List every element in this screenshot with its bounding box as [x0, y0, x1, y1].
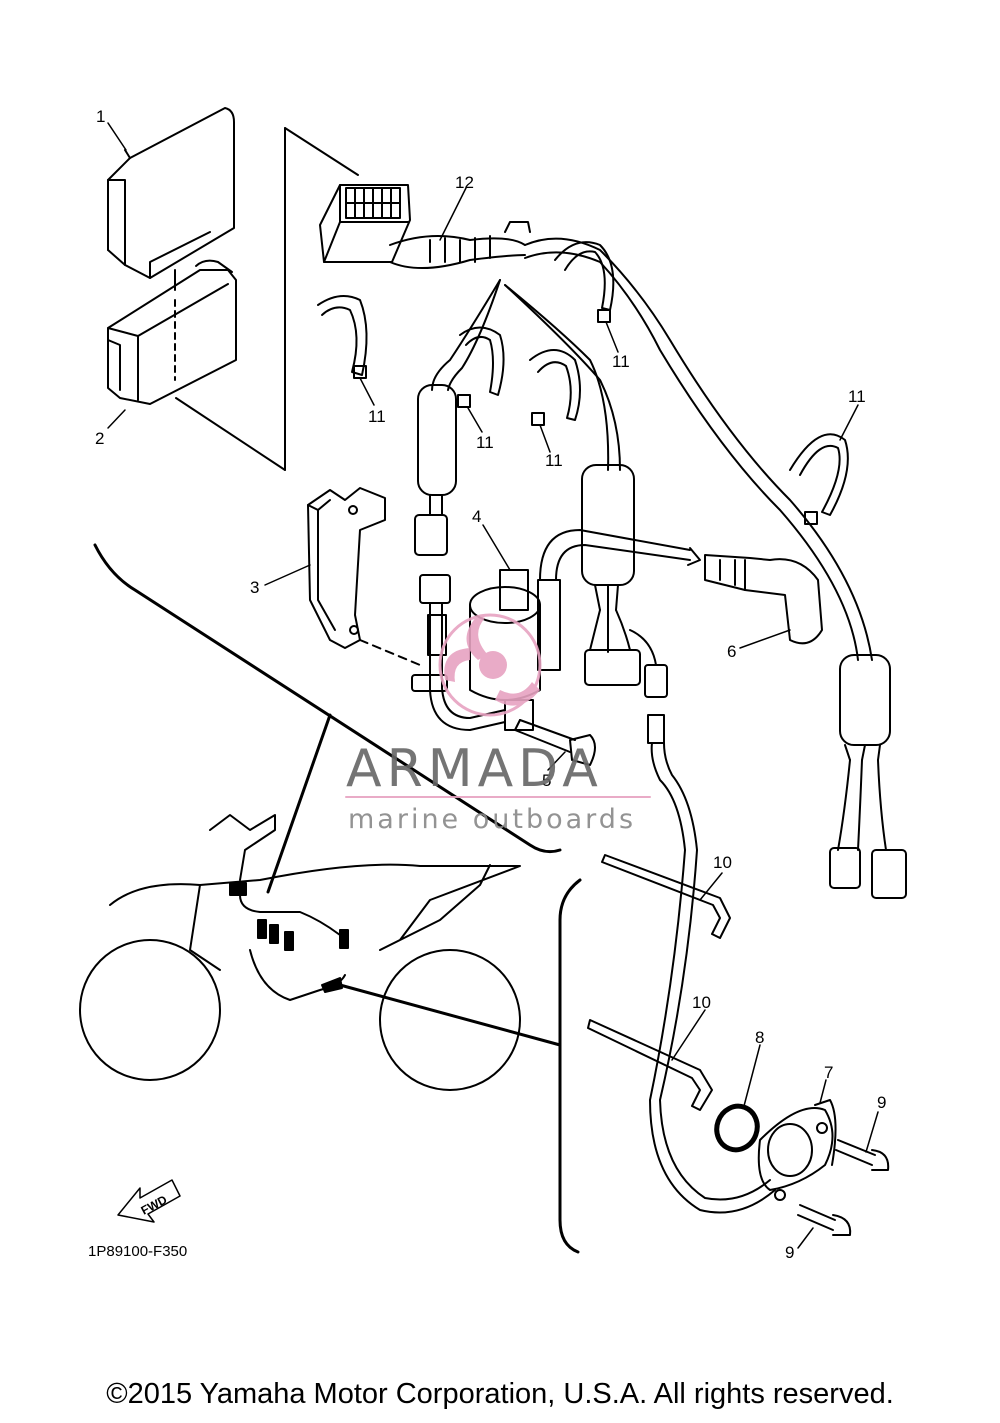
harness-plugs [414, 384, 668, 698]
part-1-cdi-unit [107, 107, 235, 291]
callout-11-e: 11 [848, 387, 866, 406]
coil-wire-connectors [411, 574, 506, 731]
callout-10-bottom: 10 [692, 993, 711, 1012]
callout-1: 1 [96, 107, 105, 126]
part-3-bracket [307, 487, 421, 666]
part-10-cable-ties [587, 854, 731, 1111]
section-brackets [93, 543, 582, 1254]
copyright-notice: ©2015 Yamaha Motor Corporation, U.S.A. A… [106, 1378, 894, 1410]
callout-10-top: 10 [713, 853, 732, 872]
part-2-cdi-bracket [107, 259, 237, 405]
motorcycle-location-view [79, 814, 521, 1091]
armada-watermark: ARMADA marine outboards [345, 613, 651, 835]
forward-arrow-icon: FWD [117, 1179, 181, 1223]
watermark-propeller-logo-icon [438, 613, 542, 717]
watermark-title: ARMADA [346, 739, 603, 799]
callout-leaders [107, 122, 879, 1249]
watermark-subtitle: marine outboards [348, 804, 636, 835]
callout-7: 7 [824, 1063, 833, 1082]
callout-3: 3 [250, 578, 259, 597]
callout-11-c: 11 [545, 451, 563, 470]
callout-11-d: 11 [612, 352, 630, 371]
callout-2: 2 [95, 429, 104, 448]
callout-9-top: 9 [877, 1093, 886, 1112]
diagram-part-code: 1P89100-F350 [88, 1243, 187, 1260]
callout-6: 6 [727, 642, 736, 661]
callout-9-bottom: 9 [785, 1243, 794, 1262]
part-5-bolt [514, 719, 596, 766]
callout-8: 8 [755, 1028, 764, 1047]
callout-11-b: 11 [476, 433, 494, 452]
callout-11-a: 11 [368, 407, 386, 426]
part-8-o-ring [714, 1103, 760, 1153]
part-11-cable-bands [317, 241, 849, 525]
section-divider-lines [175, 127, 359, 471]
sensor-lead-wire [647, 714, 776, 1214]
part-7-sensor [757, 1099, 837, 1201]
callout-12: 12 [455, 173, 474, 192]
part-6-spark-plug-cap [704, 554, 823, 645]
callout-5: 5 [542, 771, 551, 790]
part-9-screws [797, 1139, 890, 1236]
callout-numbers: 1 2 3 4 5 6 7 8 9 9 10 10 11 11 11 11 11… [95, 107, 886, 1262]
part-12-wire-harness [319, 184, 907, 899]
callout-4: 4 [472, 507, 481, 526]
